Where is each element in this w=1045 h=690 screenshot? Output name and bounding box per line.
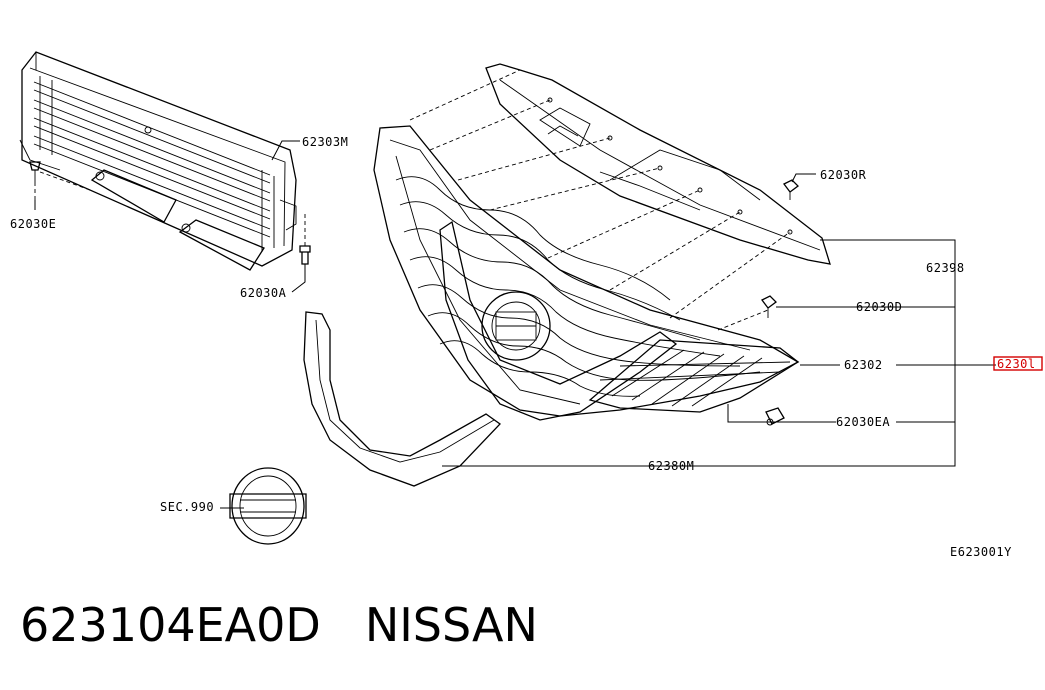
- brand-name: NISSAN: [364, 598, 538, 652]
- clip-62030E: [29, 161, 41, 200]
- front-grille-62310: [373, 125, 800, 426]
- leader-lines: [34, 140, 996, 509]
- callout-62302: 62302: [844, 358, 883, 372]
- callout-62030E: 62030E: [10, 217, 56, 231]
- callout-62030R: 62030R: [820, 168, 867, 182]
- emblem-sec990: [229, 467, 307, 545]
- alignment-lines: [409, 69, 791, 331]
- callout-62398: 62398: [926, 261, 965, 275]
- upper-cover-62398: [485, 63, 831, 265]
- highlight-box: [993, 356, 1043, 371]
- clip-62030D: [761, 295, 777, 318]
- shutter-assembly-62303M: [19, 51, 311, 271]
- callout-62030D: 62030D: [856, 300, 902, 314]
- part-number: 623104EA0D: [20, 598, 321, 652]
- callout-62030A: 62030A: [240, 286, 287, 300]
- callout-62303M: 62303M: [302, 135, 348, 149]
- figure-code: E623001Y: [950, 545, 1012, 559]
- bolt-62030A: [299, 214, 311, 265]
- part-caption: 623104EA0D NISSAN: [20, 598, 538, 652]
- callout-labels: 62303M 62030E 62030A 62030R 62398 62030D…: [10, 135, 1036, 559]
- clip-62030R: [783, 179, 799, 200]
- callout-62030EA: 62030EA: [836, 415, 890, 429]
- callout-62310-selected[interactable]: 6230l: [997, 357, 1036, 371]
- molding-62380M: [303, 311, 501, 487]
- callout-62380M: 62380M: [648, 459, 694, 473]
- callout-sec990: SEC.990: [160, 500, 214, 514]
